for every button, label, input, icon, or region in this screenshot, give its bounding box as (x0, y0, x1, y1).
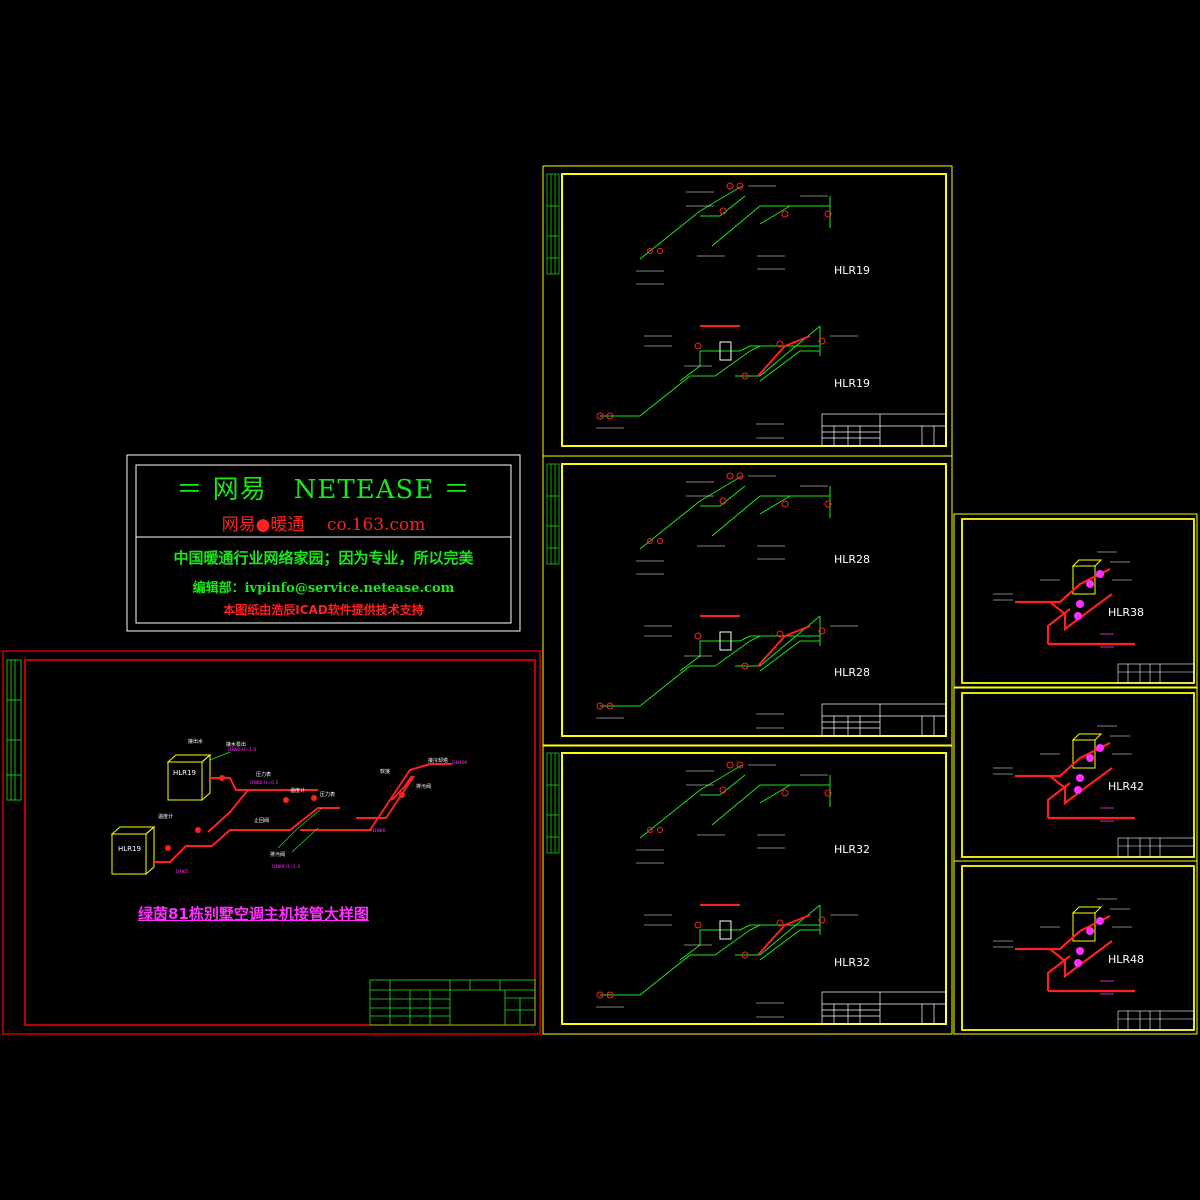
lower-red-pipes (700, 325, 811, 377)
small-sheet1-label: HLR38 (1108, 606, 1145, 619)
upper-valves (647, 182, 832, 254)
sheet-annotation-marks (596, 185, 858, 439)
upper-valves (647, 761, 832, 833)
svg-text:DN80 H=1.0: DN80 H=1.0 (228, 747, 256, 753)
banner-slogan: 中国暖通行业网络家园；因为专业，所以完美 (173, 549, 474, 567)
small-unit-box (1071, 906, 1103, 942)
svg-text:DN100: DN100 (452, 760, 468, 766)
small-magenta-valves (1074, 744, 1104, 794)
sheet-margin-strip (546, 173, 560, 275)
schematic-sheet-1 (542, 165, 953, 457)
upper-schematic (639, 764, 831, 839)
sheet3-lower-label: HLR32 (834, 956, 871, 969)
svg-text:温度计: 温度计 (290, 787, 305, 794)
small-magenta-notes (1100, 980, 1114, 995)
small-red-pipes (1015, 568, 1135, 646)
small-red-pipes (1015, 742, 1135, 820)
svg-text:压力表: 压力表 (320, 791, 335, 798)
lower-red-pipes (700, 904, 811, 956)
small-title-block (1117, 837, 1195, 858)
upper-schematic (639, 185, 831, 260)
svg-text:止回阀: 止回阀 (254, 817, 269, 824)
main-sheet: 接出水接水泵出 压力表温度计 压力表软接 排污阀温度计 止回阀排污阀 接冷却塔 … (2, 650, 541, 1035)
small-magenta-valves (1074, 917, 1104, 967)
lower-schematic (600, 615, 821, 707)
lower-valves (596, 337, 826, 420)
sheet1-upper-label: HLR19 (834, 264, 871, 277)
svg-text:DN65: DN65 (176, 869, 189, 875)
schematic-sheet-2 (542, 455, 953, 747)
small-magenta-notes (1100, 633, 1114, 648)
sheet-margin-strip (546, 463, 560, 565)
schematic-sheets (542, 165, 953, 1035)
sheet1-lower-label: HLR19 (834, 377, 871, 390)
upper-schematic (639, 475, 831, 550)
small-unit-box (1071, 559, 1103, 595)
small-sheet-3 (953, 860, 1198, 1035)
small-title-block (1117, 1010, 1195, 1031)
schematic-sheet-3 (542, 744, 953, 1035)
sheet2-upper-label: HLR28 (834, 553, 871, 566)
main-title-block (369, 979, 536, 1026)
small-red-pipes (1015, 915, 1135, 993)
small-sheet-2 (953, 687, 1198, 862)
unit-box-b (110, 825, 156, 876)
svg-text:接出水: 接出水 (188, 738, 203, 745)
main-green-links (209, 751, 323, 853)
banner-frame (126, 454, 521, 632)
small-sheet-1 (953, 513, 1198, 688)
unit-box-a (166, 753, 212, 802)
small-sheets (953, 513, 1198, 1035)
sheet-title-block (821, 991, 947, 1025)
sheet-title-block (821, 703, 947, 737)
main-drawing-title: 绿茵81栋别墅空调主机接管大样图 (138, 905, 369, 923)
small-annotation-marks (993, 725, 1132, 775)
netease-banner: ＝ 网易 NETEASE ＝ 网易●暖通 co.163.com 中国暖通行业网络… (127, 455, 520, 631)
sheet-annotation-marks (596, 764, 858, 1018)
banner-credit: 本图纸由浩辰ICAD软件提供技术支持 (223, 603, 424, 617)
small-title-block (1117, 663, 1195, 684)
unit-label-a: HLR19 (173, 769, 196, 777)
unit-label-b: HLR19 (118, 845, 141, 853)
svg-text:排污阀: 排污阀 (270, 851, 285, 858)
svg-text:接水泵出: 接水泵出 (226, 741, 246, 748)
small-sheet2-label: HLR42 (1108, 780, 1145, 793)
svg-text:排污阀: 排污阀 (416, 783, 431, 790)
sheet-annotation-marks (596, 475, 858, 729)
svg-text:DN80: DN80 (373, 828, 386, 834)
small-magenta-valves (1074, 570, 1104, 620)
lower-schematic (600, 325, 821, 417)
svg-text:DN80 H=1.0: DN80 H=1.0 (272, 864, 300, 870)
svg-text:温度计: 温度计 (158, 813, 173, 820)
svg-text:压力表: 压力表 (256, 771, 271, 778)
banner-site: 网易●暖通 co.163.com (221, 515, 426, 535)
main-annotations: 接出水接水泵出 压力表温度计 压力表软接 排污阀温度计 止回阀排污阀 接冷却塔 (158, 738, 448, 858)
upper-valves (647, 472, 832, 544)
small-annotation-marks (993, 898, 1132, 948)
sheet-margin-strip (546, 752, 560, 854)
small-unit-box (1071, 733, 1103, 769)
lower-valves (596, 627, 826, 710)
lower-valves (596, 916, 826, 999)
banner-email: 编辑部：ivpinfo@service.netease.com (192, 581, 455, 596)
svg-text:DN80 H=0.5: DN80 H=0.5 (250, 780, 278, 786)
small-sheet3-label: HLR48 (1108, 953, 1145, 966)
lower-schematic (600, 904, 821, 996)
main-pipes (154, 763, 452, 863)
small-magenta-notes (1100, 807, 1114, 822)
banner-brand: ＝ 网易 NETEASE ＝ (176, 475, 471, 505)
sheet-title-block (821, 413, 947, 447)
sheet2-lower-label: HLR28 (834, 666, 871, 679)
svg-text:接冷却塔: 接冷却塔 (428, 757, 448, 764)
main-sheet-margin-strip (6, 659, 22, 801)
sheet3-upper-label: HLR32 (834, 843, 871, 856)
small-annotation-marks (993, 551, 1132, 601)
lower-red-pipes (700, 615, 811, 667)
svg-text:软接: 软接 (380, 768, 390, 775)
main-valves (165, 775, 405, 851)
